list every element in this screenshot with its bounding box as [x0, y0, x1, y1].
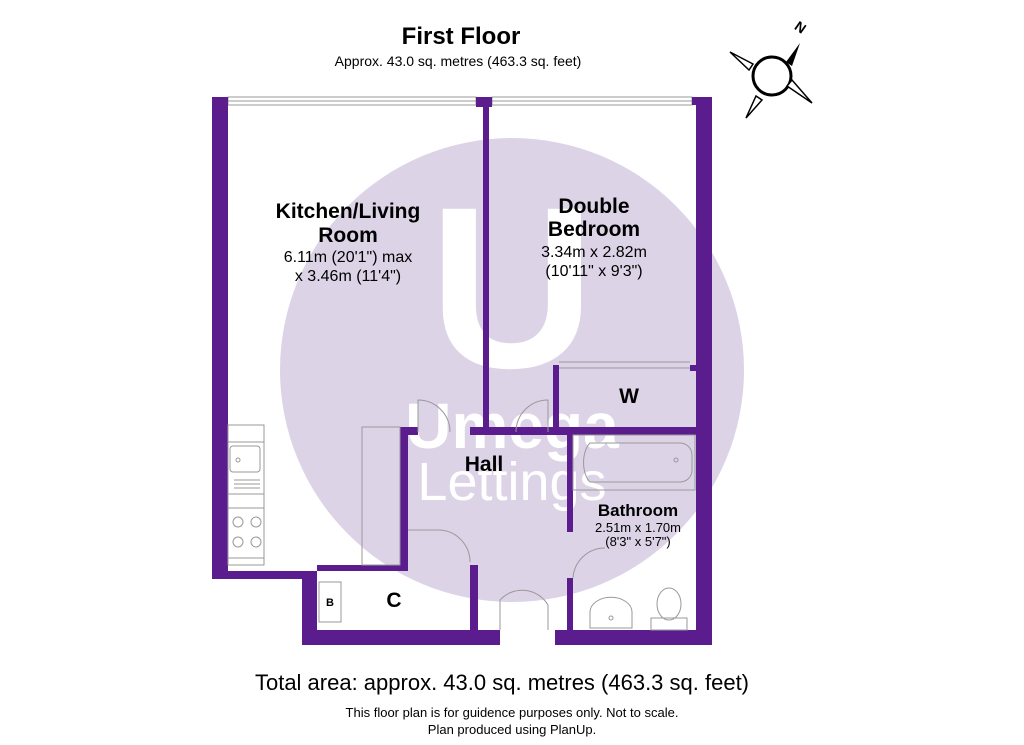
kitchen-name-line2: Room: [318, 224, 378, 247]
bathtub: [572, 434, 696, 491]
wardrobe-label: W: [619, 385, 639, 408]
bathroom-dim-line1: 2.51m x 1.70m: [595, 520, 681, 535]
watermark-line1: Umega: [405, 390, 619, 462]
window-kitchen: [227, 96, 477, 106]
hall-cabinet: [361, 426, 401, 566]
kitchen-dim-line2: x 3.46m (11'4"): [295, 268, 401, 285]
walls: [212, 97, 712, 645]
bathroom-name: Bathroom: [598, 501, 678, 520]
wardrobe-doors: [559, 361, 690, 369]
total-area: Total area: approx. 43.0 sq. metres (463…: [255, 670, 749, 695]
kitchen-name-line1: Kitchen/Living: [276, 200, 421, 223]
kitchen-dim-line1: 6.11m (20'1") max: [284, 249, 412, 266]
floor-area-subtitle: Approx. 43.0 sq. metres (463.3 sq. feet): [335, 53, 582, 69]
kitchen-counter: [227, 424, 265, 566]
watermark-logo: U Umega Lettings: [280, 138, 744, 602]
disclaimer-line2: Plan produced using PlanUp.: [428, 722, 596, 737]
boiler-icon: [318, 581, 342, 623]
disclaimer-line1: This floor plan is for guidence purposes…: [346, 705, 679, 720]
bathroom-dim-line2: (8'3" x 5'7"): [605, 534, 671, 549]
door-swings: [408, 399, 606, 630]
floor-title: First Floor: [402, 23, 521, 50]
sink-icon: [589, 596, 633, 629]
window-bedroom: [491, 96, 693, 106]
watermark-line2: Lettings: [417, 452, 606, 512]
compass-icon: N: [729, 18, 813, 119]
bedroom-name-line1: Double: [558, 195, 629, 218]
compass-north-label: N: [792, 18, 809, 37]
boiler-label: B: [326, 597, 334, 609]
bedroom-name-line2: Bedroom: [548, 218, 640, 241]
hall-label: Hall: [465, 453, 504, 476]
bedroom-dim-line2: (10'11" x 9'3"): [545, 263, 642, 280]
bedroom-dim-line1: 3.34m x 2.82m: [541, 244, 647, 261]
cupboard-label: C: [386, 589, 401, 612]
toilet-icon: [650, 587, 688, 631]
watermark-logo-letter: U: [429, 159, 595, 416]
